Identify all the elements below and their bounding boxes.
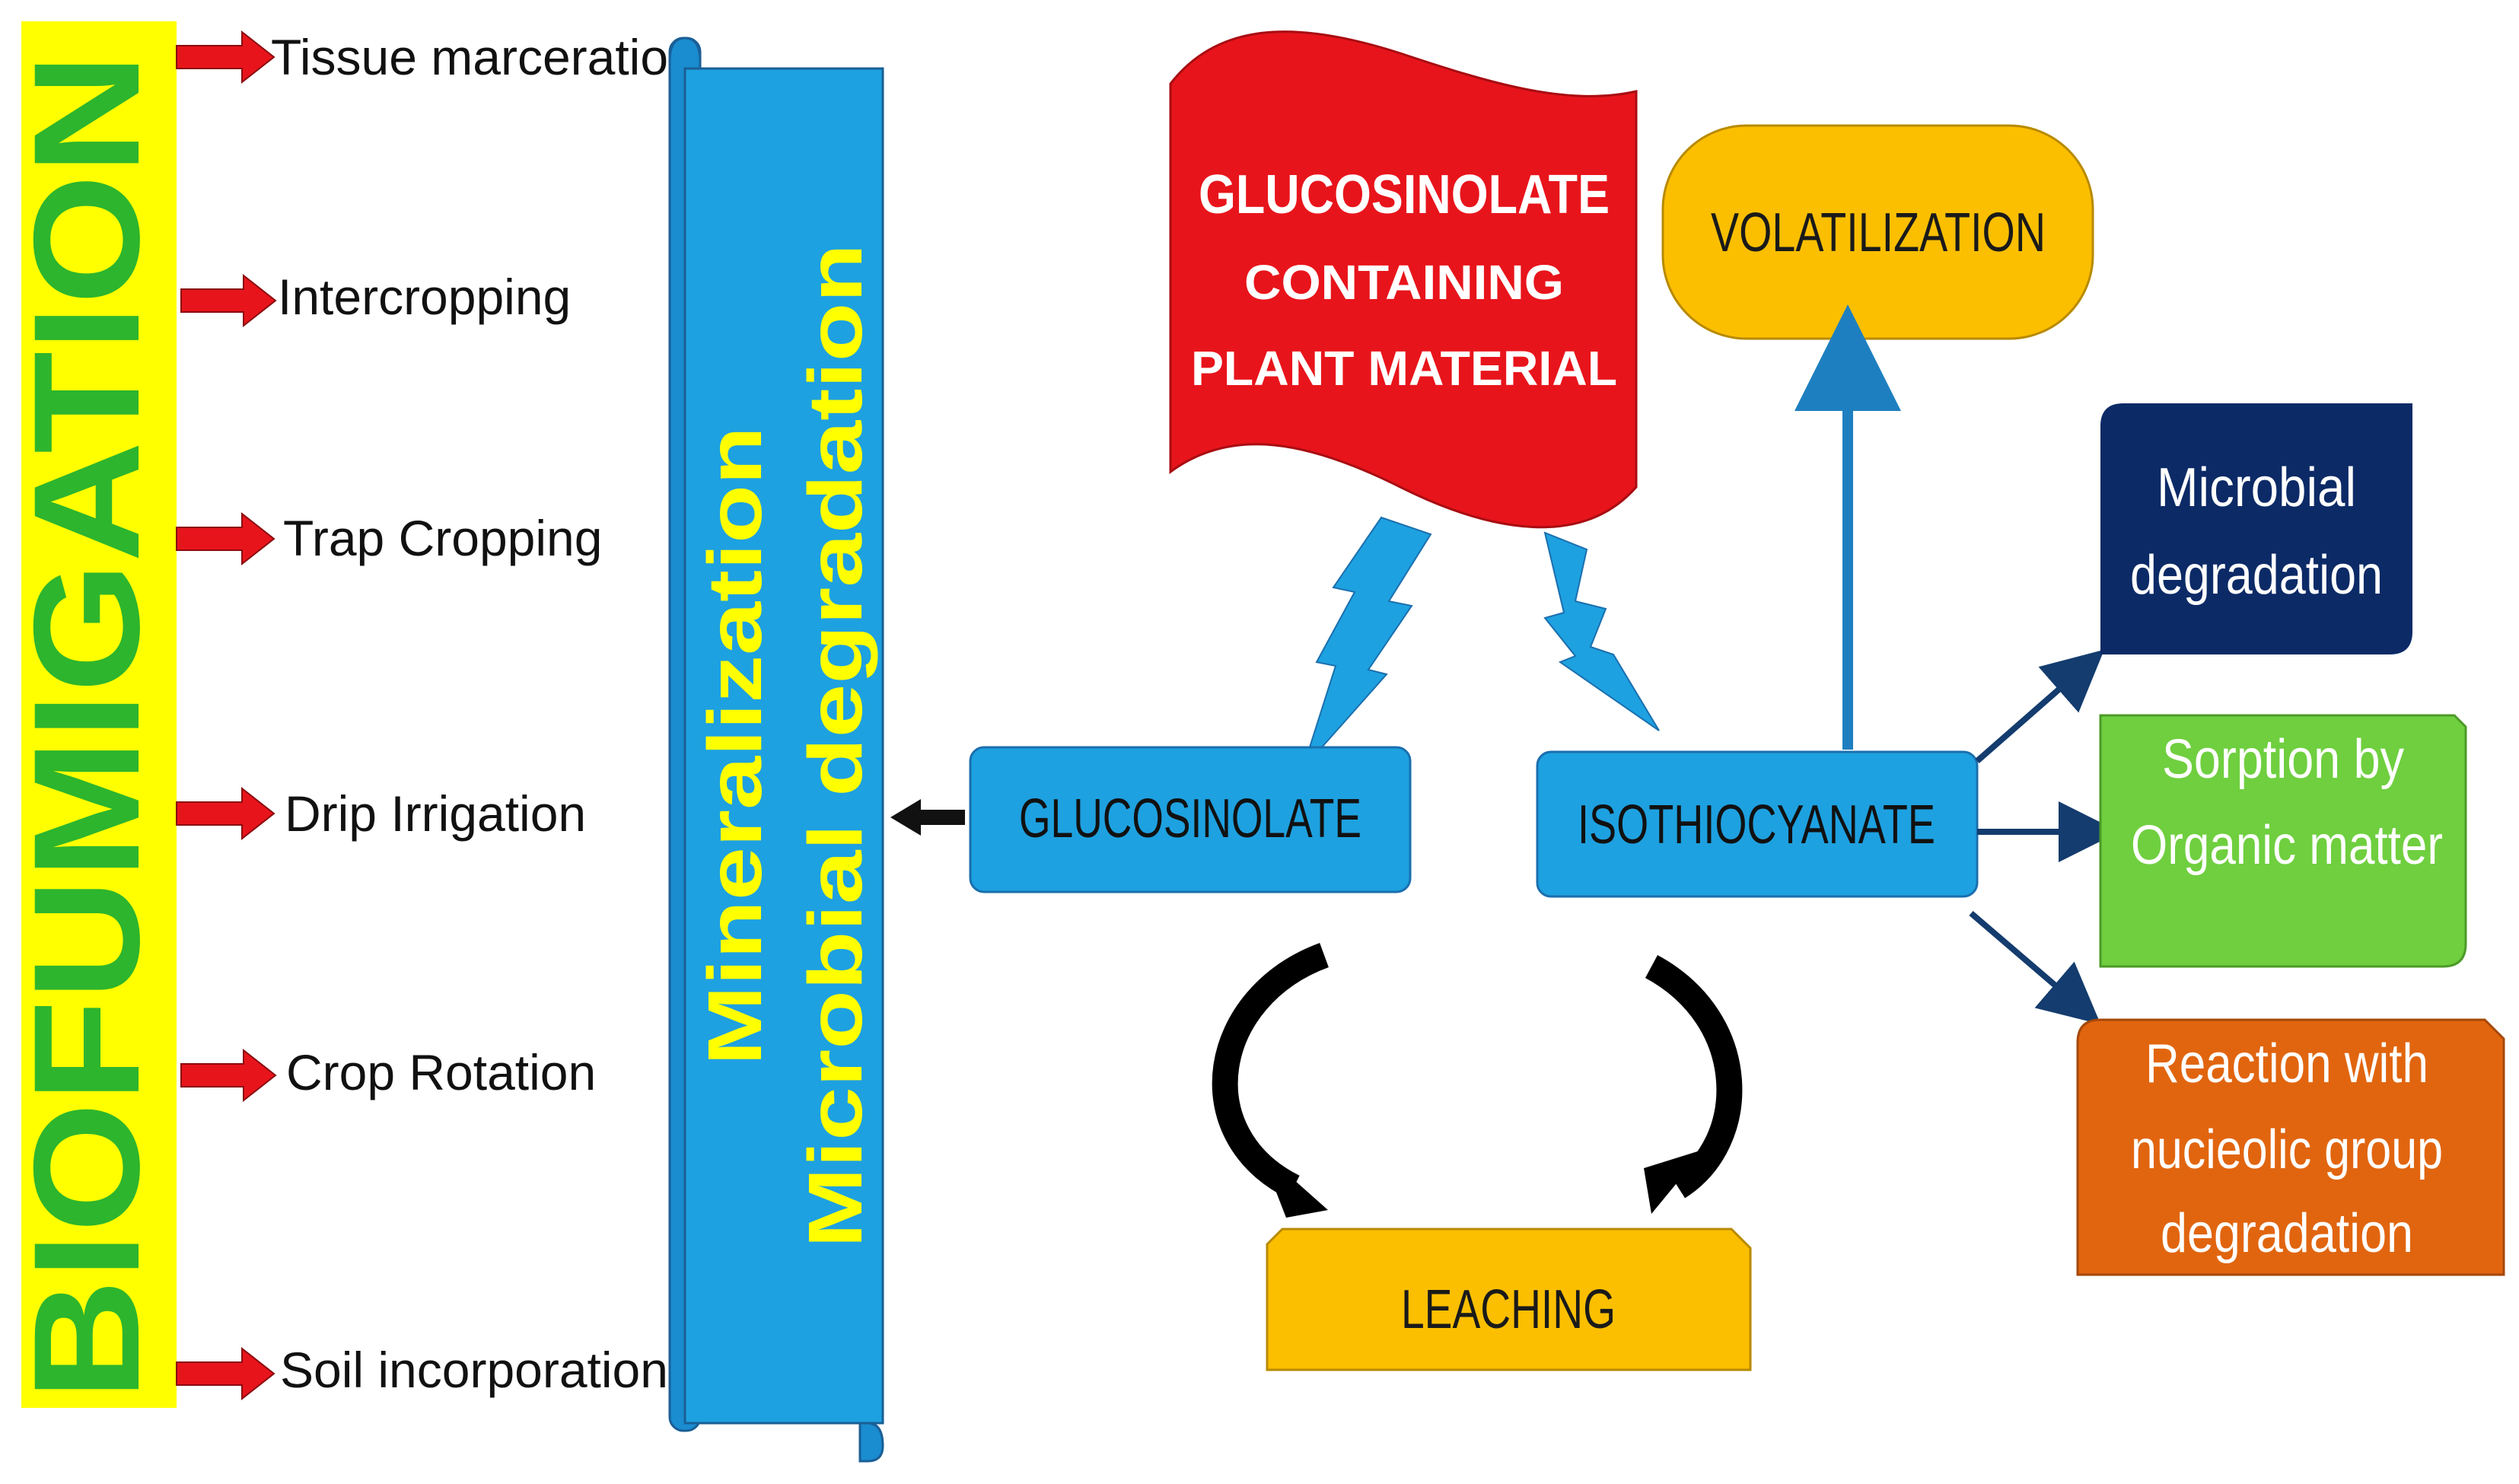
plant-material-flag: GLUCOSINOLATE CONTAINING PLANT MATERIAL <box>1169 30 1638 529</box>
red-arrow-icon <box>180 273 277 328</box>
method-tissue-marceration: Tissue marceration <box>176 29 696 85</box>
red-arrow-icon <box>176 786 275 841</box>
red-arrow-icon <box>176 511 275 566</box>
method-label: Soil incorporation <box>280 1342 668 1398</box>
lightning-bolt-icon <box>1543 531 1660 731</box>
scroll-label-mineralization: Mineralization <box>693 426 778 1065</box>
method-trap-cropping: Trap Cropping <box>176 510 602 566</box>
volatilization-box: VOLATILIZATION <box>1661 124 2094 340</box>
isothiocyanate-box: ISOTHIOCYANATE <box>1536 750 1979 898</box>
microbial-line2: degradation <box>2130 545 2383 606</box>
reaction-line3: degradation <box>2161 1203 2413 1264</box>
curved-arrow-right-icon <box>1644 955 1743 1214</box>
biofumigation-panel <box>21 21 177 1408</box>
lightning-bolt-icon <box>1302 516 1432 769</box>
plant-material-line2: CONTAINING <box>1244 255 1564 310</box>
method-drip-irrigation: Drip Irrigation <box>176 785 586 842</box>
curved-arrow-left-icon <box>1212 943 1330 1218</box>
decomposition-scroll: Mineralization Microbial degradation <box>668 37 884 1463</box>
reaction-line2: nucieolic group <box>2131 1119 2443 1180</box>
red-arrow-icon <box>176 30 275 84</box>
glucosinolate-box: GLUCOSINOLATE <box>969 746 1412 893</box>
isothiocyanate-label: ISOTHIOCYANATE <box>1578 795 1935 855</box>
microbial-line1: Microbial <box>2157 457 2356 518</box>
black-arrow-icon <box>890 799 965 836</box>
plant-material-line3: PLANT MATERIAL <box>1191 341 1617 396</box>
leaching-box: LEACHING <box>1266 1228 1752 1371</box>
scroll-label-microbial-degradation: Microbial degradation <box>793 244 878 1248</box>
leaching-label: LEACHING <box>1401 1279 1616 1340</box>
microbial-degradation-box: Microbial degradation <box>2100 403 2412 654</box>
plant-material-line1: GLUCOSINOLATE <box>1199 164 1610 225</box>
method-label: Drip Irrigation <box>285 785 586 842</box>
red-arrow-icon <box>180 1048 277 1103</box>
method-label: Intercropping <box>278 269 571 325</box>
sorption-line2: Organic matter <box>2131 815 2443 876</box>
method-crop-rotation: Crop Rotation <box>180 1044 596 1103</box>
method-label: Crop Rotation <box>286 1044 596 1100</box>
biofumigation-title: BIOFUMIGATION <box>2 53 170 1400</box>
volatilization-label: VOLATILIZATION <box>1711 202 2046 263</box>
method-intercropping: Intercropping <box>180 269 571 328</box>
arrow-to-reaction <box>1969 910 2101 1025</box>
reaction-box: Reaction with nucieolic group degradatio… <box>2076 1018 2505 1276</box>
sorption-line1: Sorption by <box>2162 729 2404 790</box>
glucosinolate-label: GLUCOSINOLATE <box>1019 788 1361 849</box>
sorption-box: Sorption by Organic matter <box>2099 714 2467 968</box>
reaction-line1: Reaction with <box>2145 1033 2428 1094</box>
arrow-to-microbial <box>1975 649 2105 764</box>
method-label: Tissue marceration <box>271 29 696 85</box>
method-label: Trap Cropping <box>283 510 602 566</box>
method-soil-incorporation: Soil incorporation <box>176 1342 668 1401</box>
red-arrow-icon <box>176 1346 275 1401</box>
